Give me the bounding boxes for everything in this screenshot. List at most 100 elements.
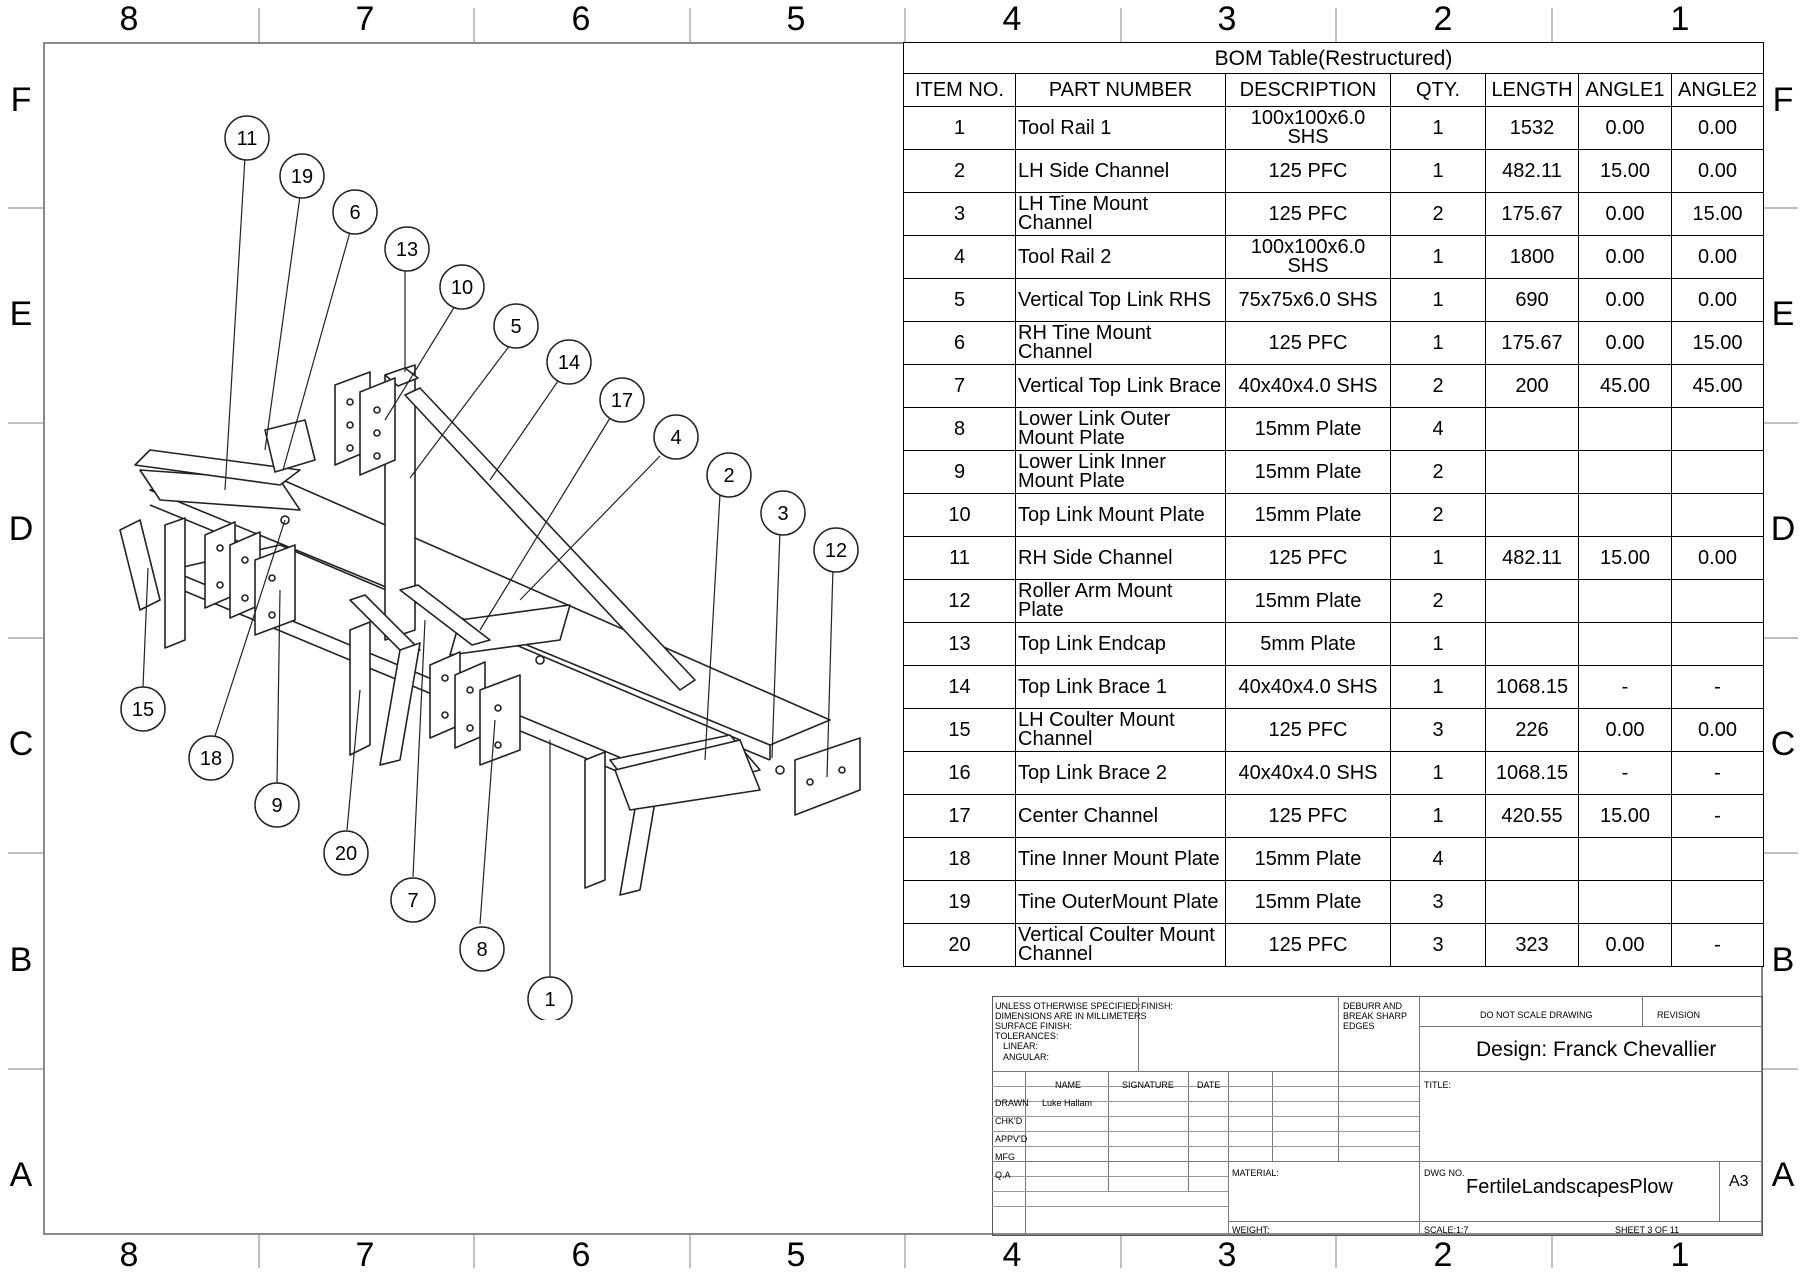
role-label: MFG [995, 1152, 1015, 1162]
bom-angle1: 0.00 [1578, 321, 1672, 365]
bom-angle1 [1578, 579, 1672, 623]
bom-part-number: Lower Link Outer Mount Plate [1015, 407, 1226, 451]
zone-row-label: C [1770, 725, 1796, 763]
bom-angle1: - [1578, 665, 1672, 709]
bom-part-number: Center Channel [1015, 794, 1226, 838]
balloon-label: 20 [335, 843, 357, 865]
do-not-scale-note: DO NOT SCALE DRAWING [1480, 1010, 1593, 1020]
role-label: CHK'D [995, 1116, 1023, 1126]
zone-col-label: 7 [355, 0, 375, 38]
bom-part-number: Top Link Endcap [1015, 622, 1226, 666]
bom-qty: 1 [1390, 321, 1486, 365]
plow-frame-isometric-view [119, 156, 861, 978]
bom-item-no: 20 [903, 923, 1016, 967]
bom-header: DESCRIPTION [1225, 73, 1391, 107]
tolerance-note: DIMENSIONS ARE IN MILLIMETERS [995, 1011, 1147, 1021]
balloon [813, 527, 859, 573]
role-label: Q.A [995, 1170, 1011, 1180]
balloon-label: 8 [476, 939, 487, 961]
bom-item-no: 14 [903, 665, 1016, 709]
bom-angle2: 0.00 [1671, 708, 1764, 752]
bom-header: QTY. [1390, 73, 1486, 107]
zone-row-label: F [1772, 81, 1794, 119]
deburr-note: BREAK SHARP [1343, 1011, 1408, 1021]
zone-row-label: C [8, 725, 34, 763]
bom-length [1485, 450, 1579, 494]
bom-length: 226 [1485, 708, 1579, 752]
balloon-label: 18 [200, 748, 222, 770]
balloon-label: 10 [451, 277, 473, 299]
dwg-no-label: DWG NO. [1424, 1168, 1465, 1178]
bom-part-number: Vertical Coulter Mount Channel [1015, 923, 1226, 967]
deburr-note: DEBURR AND [1343, 1001, 1403, 1011]
bom-description: 15mm Plate [1225, 493, 1391, 537]
bom-angle1: 15.00 [1578, 794, 1672, 838]
balloon [332, 189, 378, 235]
bom-angle2 [1671, 493, 1764, 537]
bom-angle2 [1671, 450, 1764, 494]
bom-description: 125 PFC [1225, 708, 1391, 752]
bom-item-no: 5 [903, 278, 1016, 322]
bom-item-no: 2 [903, 149, 1016, 193]
weight-label: WEIGHT: [1232, 1225, 1270, 1235]
bom-part-number: Roller Arm Mount Plate [1015, 579, 1226, 623]
bom-item-no: 18 [903, 837, 1016, 881]
bom-description: 5mm Plate [1225, 622, 1391, 666]
bom-description: 125 PFC [1225, 149, 1391, 193]
tolerance-note: TOLERANCES: [995, 1031, 1059, 1041]
bom-qty: 1 [1390, 106, 1486, 150]
zone-row-label: B [9, 941, 33, 979]
zone-col-label: 8 [119, 1236, 139, 1274]
balloon [384, 226, 430, 272]
bom-item-no: 12 [903, 579, 1016, 623]
balloon [527, 976, 573, 1020]
bom-length [1485, 493, 1579, 537]
zone-col-label: 8 [119, 0, 139, 38]
bom-description: 125 PFC [1225, 794, 1391, 838]
balloon [653, 414, 699, 460]
finish-label: FINISH: [1141, 1001, 1174, 1011]
balloon-label: 12 [825, 540, 847, 562]
bom-angle2: 0.00 [1671, 235, 1764, 279]
bom-angle2: 15.00 [1671, 321, 1764, 365]
bom-length: 1068.15 [1485, 751, 1579, 795]
bom-header: PART NUMBER [1015, 73, 1226, 107]
bom-item-no: 6 [903, 321, 1016, 365]
bom-angle2 [1671, 837, 1764, 881]
bom-description: 15mm Plate [1225, 407, 1391, 451]
date-column-header: DATE [1197, 1080, 1221, 1090]
drawing-number: FertileLandscapesPlow [1466, 1176, 1673, 1198]
bom-length [1485, 407, 1579, 451]
bom-angle1: 15.00 [1578, 536, 1672, 580]
balloon [546, 339, 592, 385]
balloon [760, 490, 806, 536]
bom-item-no: 9 [903, 450, 1016, 494]
bom-angle2: 0.00 [1671, 536, 1764, 580]
bom-length [1485, 880, 1579, 924]
bom-length: 420.55 [1485, 794, 1579, 838]
bom-angle1: 0.00 [1578, 235, 1672, 279]
bom-angle1: - [1578, 751, 1672, 795]
bom-item-no: 15 [903, 708, 1016, 752]
balloon-label: 6 [349, 202, 360, 224]
zone-col-label: 2 [1433, 0, 1453, 38]
balloon [390, 877, 436, 923]
bom-qty: 1 [1390, 235, 1486, 279]
bom-angle2: 0.00 [1671, 278, 1764, 322]
bom-item-no: 7 [903, 364, 1016, 408]
bom-header: ANGLE1 [1578, 73, 1672, 107]
balloon [120, 686, 166, 732]
bom-header: ANGLE2 [1671, 73, 1764, 107]
balloon-label: 13 [396, 239, 418, 261]
bom-length: 1068.15 [1485, 665, 1579, 709]
bom-part-number: Lower Link Inner Mount Plate [1015, 450, 1226, 494]
balloon-label: 4 [670, 427, 681, 449]
zone-row-label: D [8, 510, 34, 548]
